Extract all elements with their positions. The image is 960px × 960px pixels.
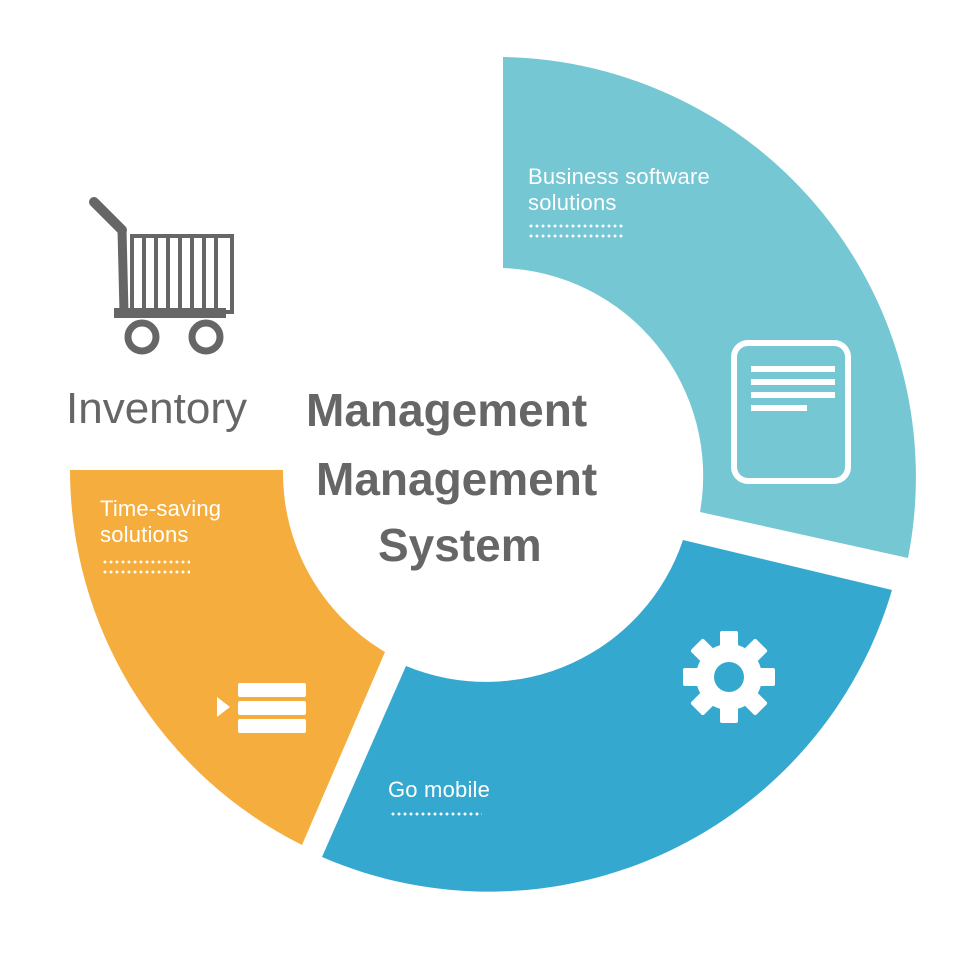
document-icon (731, 340, 851, 484)
segment-mobile (322, 540, 892, 892)
segment-label-line: solutions (528, 190, 617, 215)
segment-label-time: Time-saving solutions (100, 496, 221, 548)
dotted-rule (102, 569, 190, 575)
segment-business (503, 57, 916, 558)
dotted-rule (102, 559, 190, 565)
segment-label-business: Business software solutions (528, 164, 710, 216)
segment-label-line: Go mobile (388, 777, 491, 802)
dotted-rule (528, 223, 624, 229)
shopping-cart-icon (89, 197, 234, 355)
dotted-rule (390, 811, 482, 817)
segment-label-line: solutions (100, 522, 189, 547)
segment-label-mobile: Go mobile (388, 777, 490, 803)
gear-icon (683, 631, 775, 723)
dotted-rule (528, 233, 624, 239)
segment-label-line: Business software (528, 164, 710, 189)
list-icon (217, 683, 306, 733)
segment-label-line: Time-saving (100, 496, 222, 521)
